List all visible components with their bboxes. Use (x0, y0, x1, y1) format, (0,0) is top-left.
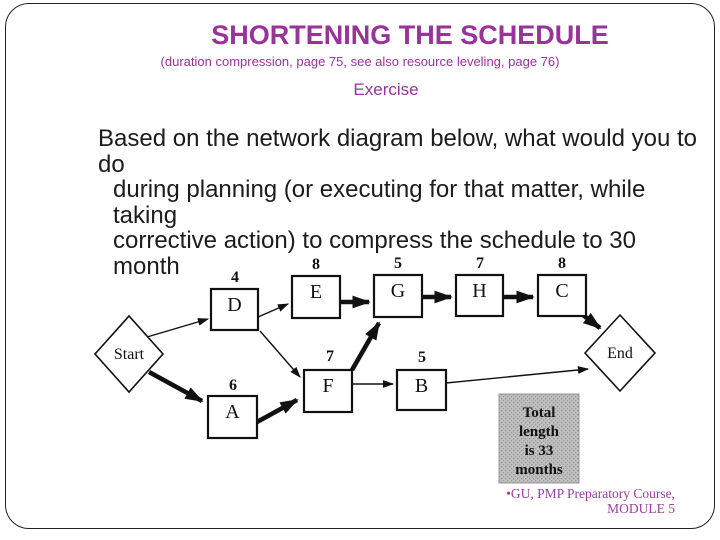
network-diagram: Start End D 4 E 8 G 5 (85, 250, 665, 495)
box-b (395, 368, 448, 412)
node-a: A 6 (206, 377, 259, 440)
label-e: E (310, 281, 322, 303)
box-f (302, 368, 354, 414)
node-start: Start (93, 314, 165, 394)
slide-title: SHORTENING THE SCHEDULE (211, 20, 609, 50)
duration-g: 5 (394, 255, 402, 272)
label-h: H (472, 280, 486, 302)
node-h: H 7 (454, 255, 505, 318)
network-diagram-svg: Start End D 4 E 8 G 5 (93, 255, 657, 484)
edge-start-d (146, 318, 210, 338)
node-b: B 5 (395, 349, 448, 412)
box-d (209, 287, 260, 332)
box-e (290, 274, 342, 320)
duration-b: 5 (418, 349, 426, 366)
section-heading: Exercise (353, 80, 419, 99)
end-label: End (607, 345, 633, 362)
node-g: G 5 (372, 255, 424, 319)
body-line-3: corrective action) to compress the sched… (113, 227, 636, 280)
note-line-2: length (519, 424, 560, 440)
end-diamond-shape (583, 313, 657, 393)
edge-start-a (147, 369, 204, 404)
note-box (498, 393, 580, 484)
body-paragraph: Based on the network diagram below, what… (98, 126, 698, 279)
label-a: A (225, 401, 240, 423)
edge-f-g (350, 321, 381, 372)
box-g (372, 273, 424, 319)
footer-course: •GU, PMP Preparatory Course, (506, 486, 675, 501)
edge-d-f (259, 330, 301, 378)
slide-border (5, 3, 715, 529)
edge-layer (146, 290, 602, 425)
label-b: B (415, 375, 428, 397)
duration-d: 4 (231, 269, 239, 286)
edge-d-e (257, 303, 290, 318)
total-length-note: Total length is 33 months (498, 393, 580, 484)
node-c: C 8 (536, 255, 588, 318)
label-c: C (555, 280, 568, 302)
node-end: End (583, 313, 657, 393)
duration-a: 6 (229, 377, 237, 394)
duration-e: 8 (312, 256, 320, 273)
note-line-4: months (515, 462, 563, 478)
body-line-2: during planning (or executing for that m… (113, 176, 646, 229)
box-h (454, 273, 505, 318)
node-e: E 8 (290, 256, 342, 320)
box-a (206, 394, 259, 440)
duration-c: 8 (558, 255, 566, 272)
edge-a-f (255, 397, 299, 425)
node-d: D 4 (209, 269, 260, 332)
note-line-1: Total (523, 405, 556, 421)
edge-b-end (445, 366, 590, 384)
note-line-3: is 33 (525, 443, 554, 459)
slide-footer: •GU, PMP Preparatory Course, MODULE 5 (275, 486, 675, 516)
duration-f: 7 (326, 348, 334, 365)
start-diamond-shape (93, 314, 165, 394)
box-c (536, 273, 588, 318)
label-f: F (322, 375, 333, 397)
duration-h: 7 (476, 255, 484, 272)
label-g: G (391, 280, 405, 302)
footer-module: MODULE 5 (607, 500, 675, 516)
node-f: F 7 (302, 348, 354, 414)
start-label: Start (114, 346, 145, 363)
label-d: D (227, 294, 241, 316)
slide-subtitle: (duration compression, page 75, see also… (160, 54, 560, 69)
body-line-1: Based on the network diagram below, what… (98, 125, 698, 178)
